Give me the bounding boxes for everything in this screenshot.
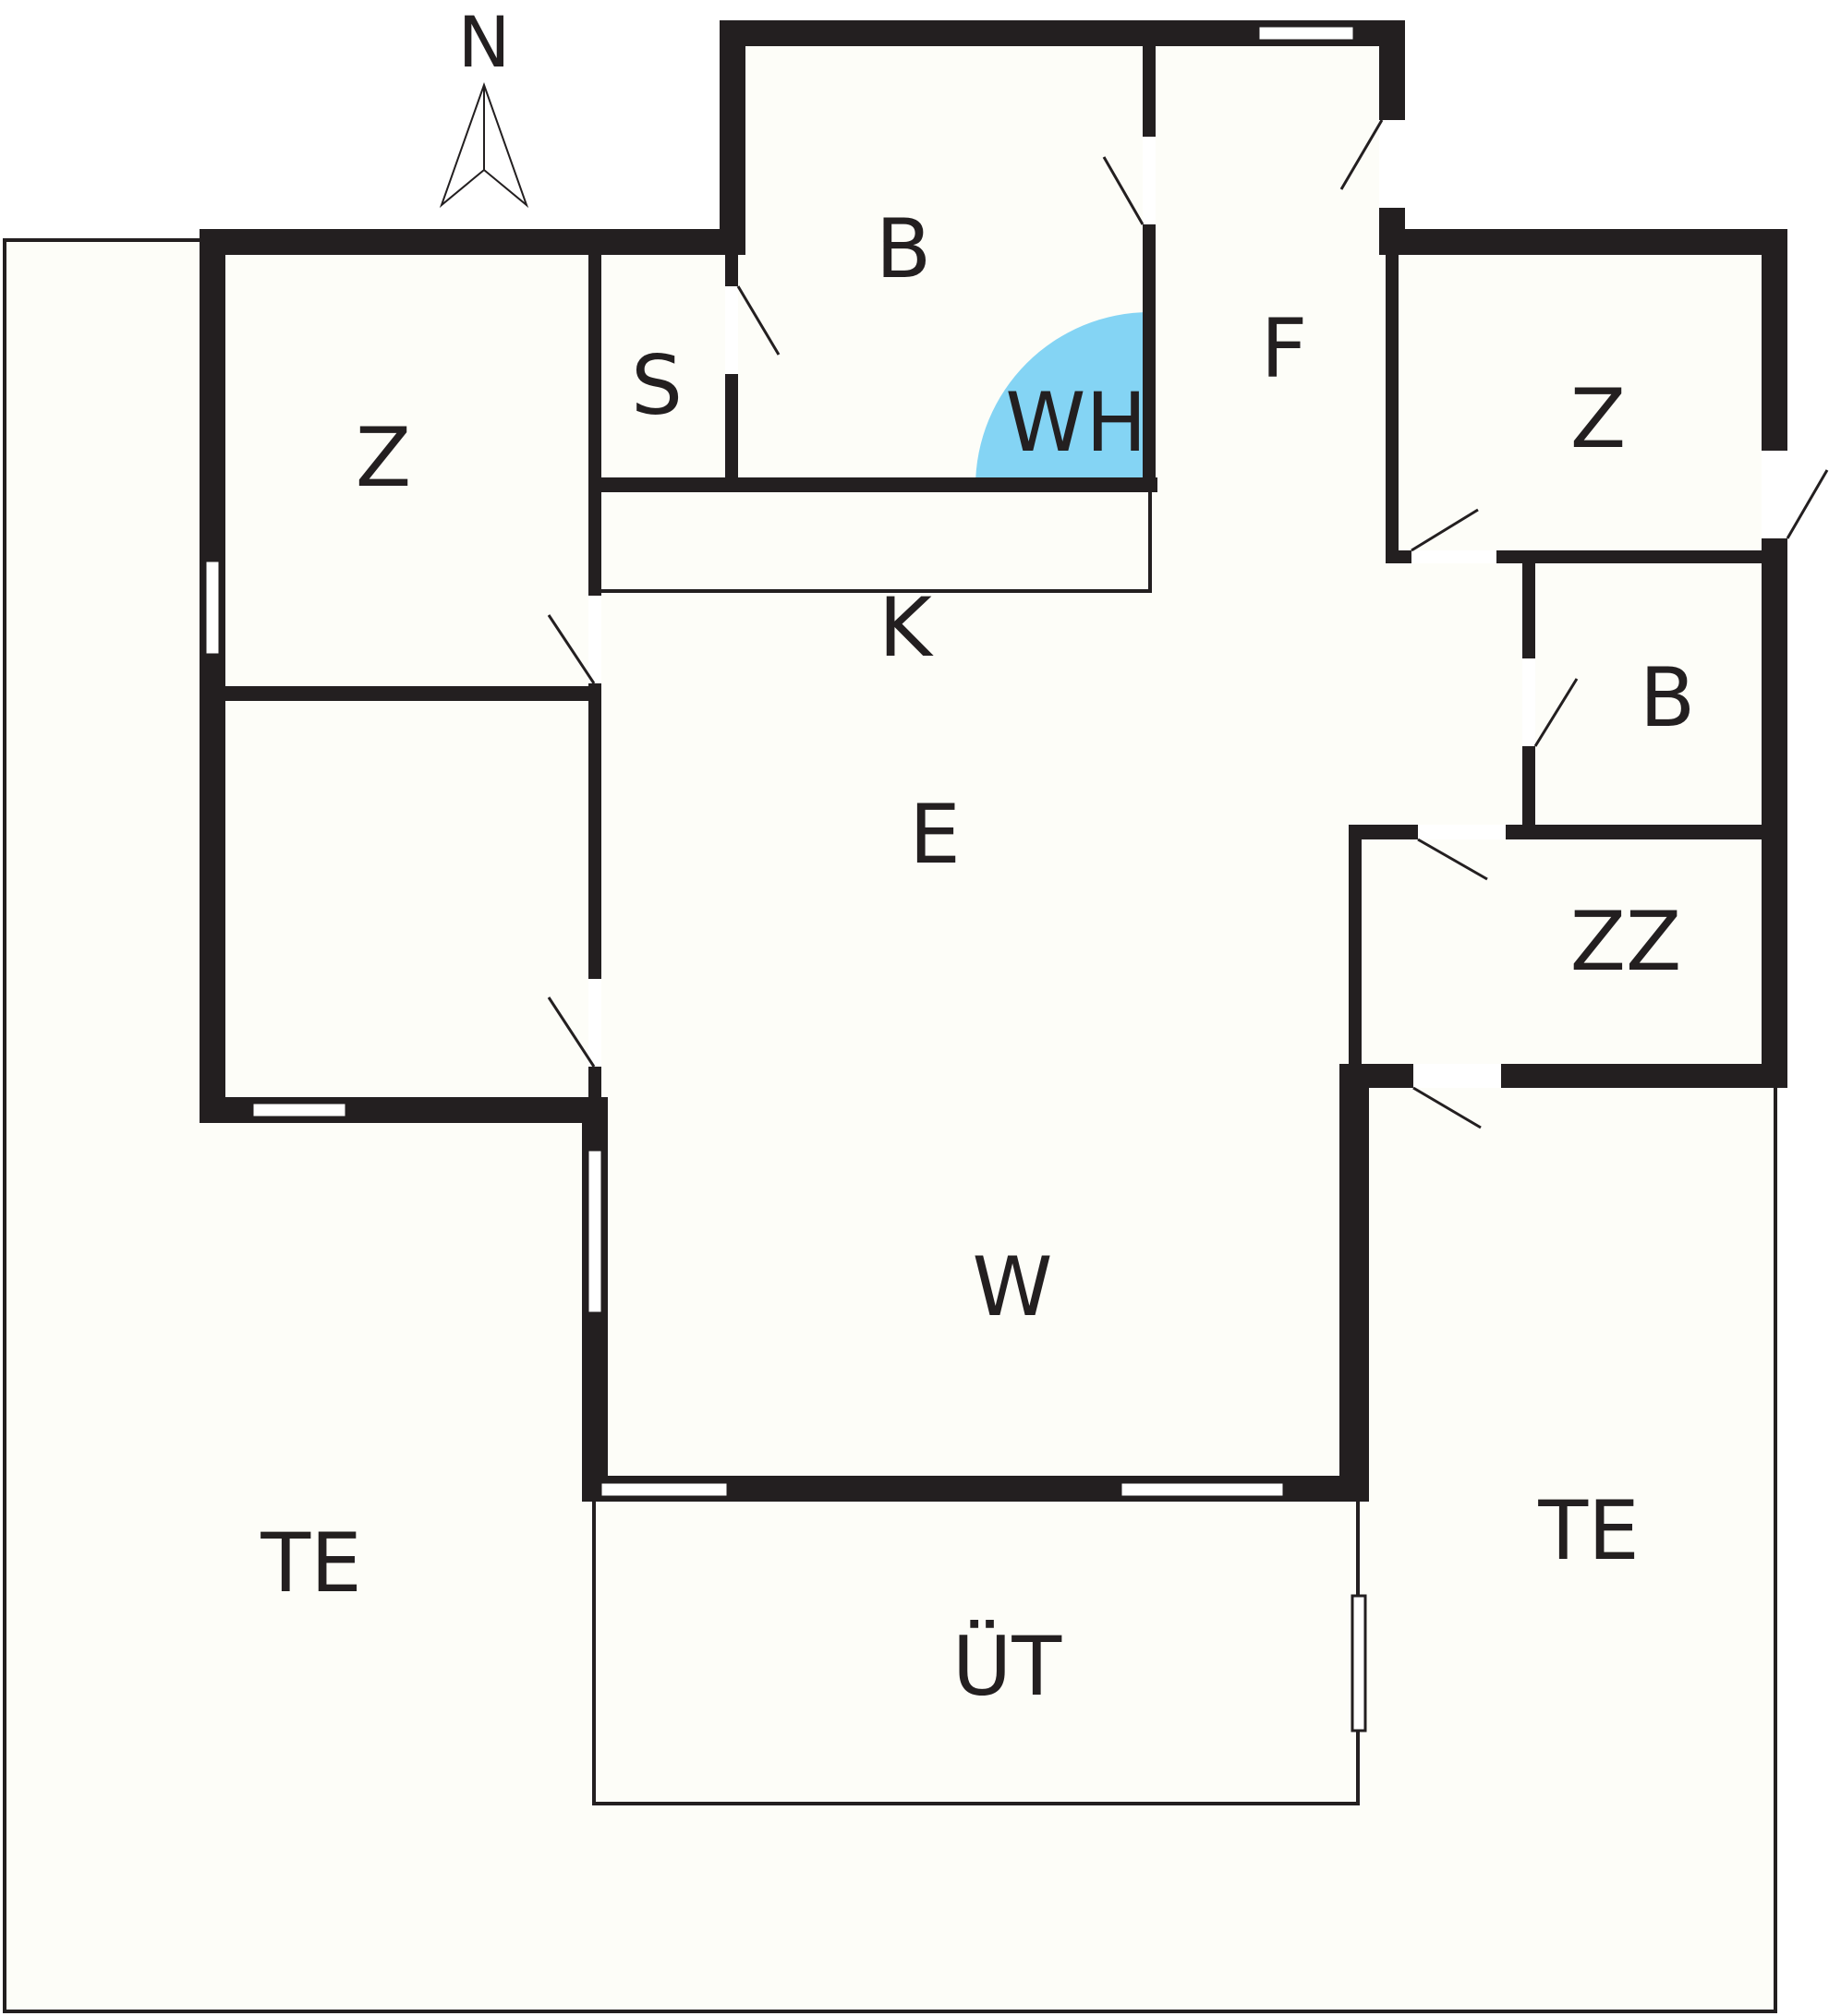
room-label-wh: WH xyxy=(1005,375,1146,470)
room-label-te-right: TE xyxy=(1537,1483,1639,1578)
door-openings xyxy=(588,120,1787,1088)
room-label-e: E xyxy=(909,787,961,882)
room-label-s: S xyxy=(631,338,683,433)
room-label-w: W xyxy=(972,1239,1052,1334)
room-label-k: K xyxy=(878,580,934,675)
kitchen-counter xyxy=(601,492,1152,593)
room-label-b-right: B xyxy=(1640,650,1695,745)
room-label-b-top: B xyxy=(876,201,931,296)
room-label-ut: ÜT xyxy=(952,1619,1062,1714)
north-arrow: N xyxy=(439,1,529,209)
door-swings xyxy=(547,119,1829,1129)
room-label-f: F xyxy=(1261,301,1308,396)
water-heater-area xyxy=(975,312,1150,487)
room-label-z-left: Z xyxy=(356,410,411,505)
room-label-z-right: Z xyxy=(1570,371,1626,466)
windows xyxy=(203,24,1367,1732)
room-label-te-left: TE xyxy=(260,1515,361,1611)
room-labels: Z S B WH F Z K B E ZZ W TE TE ÜT xyxy=(260,201,1695,1714)
room-label-zz: ZZ xyxy=(1570,894,1682,989)
north-label: N xyxy=(458,1,511,83)
